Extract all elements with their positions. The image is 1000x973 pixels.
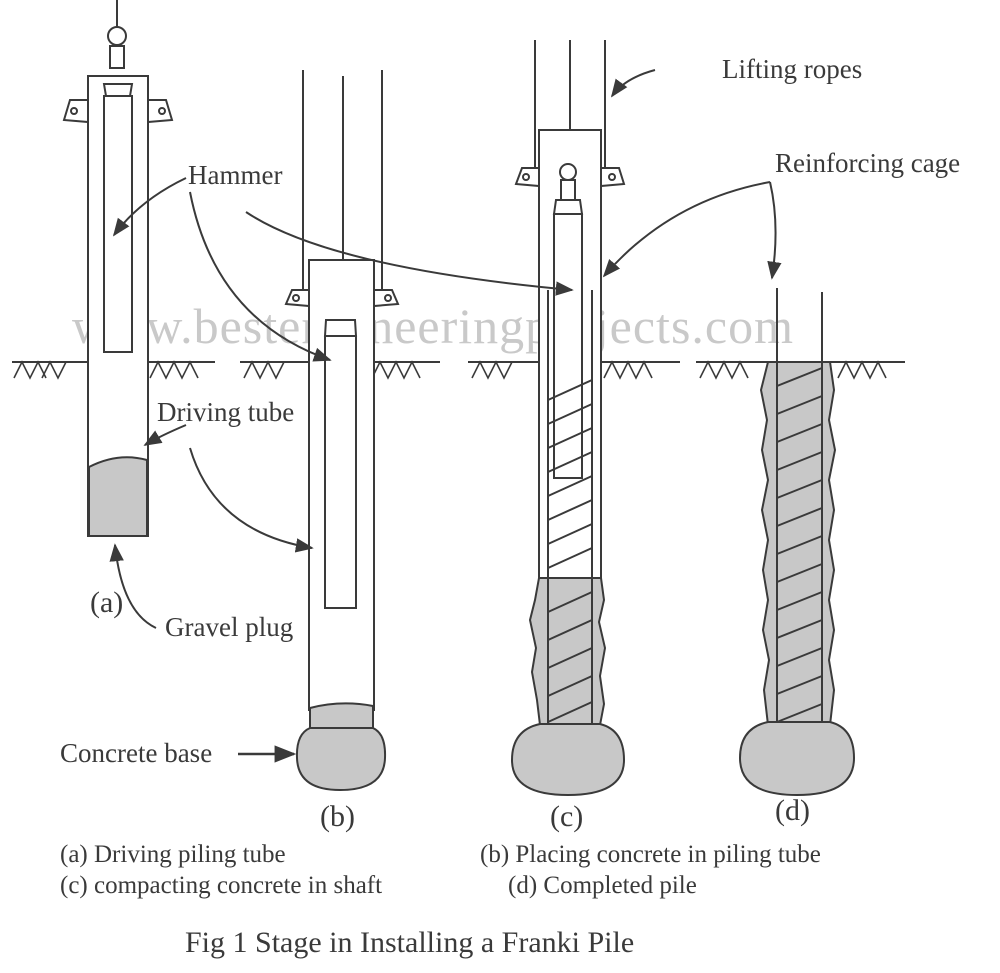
concrete-shaft-d <box>759 361 837 726</box>
label-concrete-base: Concrete base <box>60 738 212 768</box>
label-driving-tube: Driving tube <box>157 397 294 427</box>
caption-c: (c) compacting concrete in shaft <box>60 872 382 899</box>
caption-d: (d) Completed pile <box>508 872 697 899</box>
arrow-gravel-plug <box>109 543 157 629</box>
label-hammer: Hammer <box>188 160 282 190</box>
arrow-driving-tube-b <box>189 447 314 553</box>
stage-a-assembly <box>62 0 174 537</box>
concrete-shaft-c <box>528 577 607 726</box>
label-reinforcing-cage: Reinforcing cage <box>775 148 960 178</box>
figure-title: Fig 1 Stage in Installing a Franki Pile <box>185 926 634 959</box>
hammer-b <box>324 335 357 609</box>
arrow-cage-d <box>767 181 782 280</box>
clevis-a <box>109 45 125 69</box>
concrete-bulb-d <box>738 721 856 797</box>
stage-label-a: (a) <box>90 586 123 619</box>
arrow-hammer-c <box>245 211 574 296</box>
caption-b: (b) Placing concrete in piling tube <box>480 841 821 868</box>
stage-b-assembly <box>284 70 400 792</box>
caption-a: (a) Driving piling tube <box>60 841 286 868</box>
arrow-hammer-b <box>189 191 332 362</box>
arrow-hammer-a <box>112 177 187 237</box>
gravel-plug-a <box>88 456 148 537</box>
arrow-driving-tube-a <box>143 424 187 446</box>
stage-label-c: (c) <box>550 800 583 833</box>
stage-label-d: (d) <box>775 794 810 827</box>
concrete-base-bulb <box>295 727 387 792</box>
watermark-text: www.bestengineeringprojects.com <box>72 298 794 354</box>
concrete-bulb-c <box>510 723 626 797</box>
stage-c-assembly <box>510 40 626 797</box>
stage-label-b: (b) <box>320 800 355 833</box>
label-lifting-ropes: Lifting ropes <box>722 54 862 84</box>
stage-d-assembly <box>738 288 856 797</box>
hammer-a <box>103 95 133 353</box>
label-gravel-plug: Gravel plug <box>165 612 293 642</box>
arrow-lifting-ropes <box>610 69 656 98</box>
hook-a <box>107 26 127 46</box>
arrow-cage-c <box>602 181 771 278</box>
